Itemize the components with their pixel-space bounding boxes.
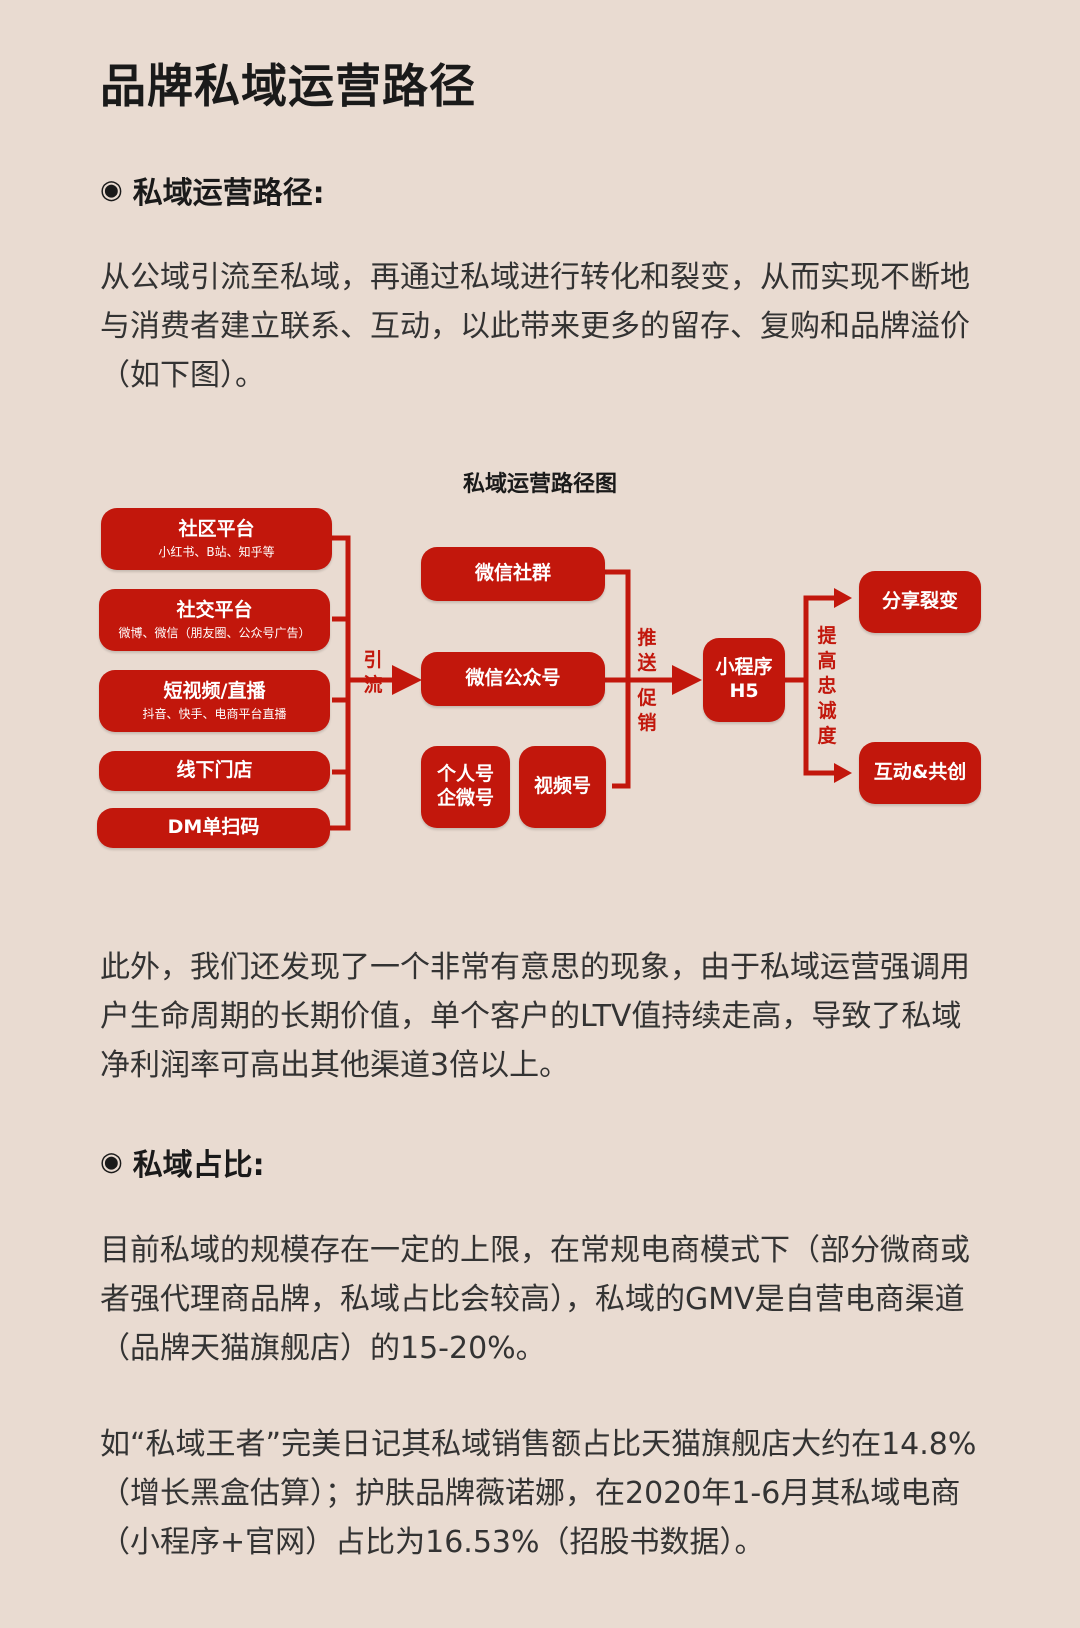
source-video-live-sub: 抖音、快手、电商平台直播	[142, 706, 287, 721]
share-arrowhead	[834, 588, 852, 608]
source-dm-scan: DM单扫码	[97, 808, 330, 848]
section-heading-path: ◉ 私域运营路径:	[100, 168, 325, 212]
channel-video-account-label: 视频号	[533, 775, 591, 798]
channel-wechat-group: 微信社群	[421, 547, 605, 601]
outcome-share: 分享裂变	[859, 571, 981, 633]
source-community: 社区平台 小红书、B站、知乎等	[101, 508, 332, 570]
page-title: 品牌私域运营路径	[100, 59, 476, 113]
source-bracket	[330, 535, 351, 831]
diagram-connectors	[330, 535, 852, 831]
channel-wechat-group-label: 微信社群	[474, 562, 551, 585]
section-heading-path-text: 私域运营路径:	[132, 176, 325, 211]
radio-bullet-icon: ◉	[100, 1147, 123, 1177]
edge-label-push: 推送	[637, 627, 657, 674]
source-social-label: 社交平台	[176, 599, 253, 622]
source-video-live-label: 短视频/直播	[163, 680, 266, 703]
source-community-label: 社区平台	[178, 518, 255, 541]
source-offline-store-label: 线下门店	[176, 759, 253, 782]
miniprogram-line1: 小程序	[715, 656, 773, 679]
edge-label-divert: 引流	[363, 649, 383, 696]
section-heading-share-text: 私域占比:	[132, 1148, 265, 1183]
edge-label-loyalty: 提高忠诚度	[817, 625, 837, 747]
source-community-sub: 小红书、B站、知乎等	[158, 544, 275, 559]
channel-official-account-label: 微信公众号	[465, 667, 561, 690]
share-paragraph-1: 目前私域的规模存在一定的上限，在常规电商模式下（部分微商或者强代理商品牌，私域占…	[100, 1233, 970, 1366]
miniprogram-h5: 小程序 H5	[703, 638, 785, 722]
channel-video-account: 视频号	[519, 746, 606, 828]
outcome-bracket	[803, 595, 836, 776]
path-paragraph: 从公域引流至私域，再通过私域进行转化和裂变，从而实现不断地与消费者建立联系、互动…	[100, 260, 970, 393]
outcome-interact-label: 互动&共创	[873, 761, 967, 784]
source-social-sub: 微博、微信（朋友圈、公众号广告）	[118, 625, 311, 640]
radio-bullet-icon: ◉	[100, 175, 123, 205]
channel-personal-account: 个人号 企微号	[421, 746, 510, 828]
share-paragraph-2: 如“私域王者”完美日记其私域销售额占比天猫旗舰店大约在14.8%（增长黑盒估算）…	[100, 1427, 977, 1560]
source-dm-scan-label: DM单扫码	[167, 816, 260, 839]
source-video-live: 短视频/直播 抖音、快手、电商平台直播	[99, 670, 330, 732]
source-social: 社交平台 微博、微信（朋友圈、公众号广告）	[99, 589, 330, 651]
edge-label-promo: 促销	[637, 687, 657, 734]
section-heading-share: ◉ 私域占比:	[100, 1140, 265, 1184]
interact-arrowhead	[834, 763, 852, 783]
channel-official-account: 微信公众号	[421, 652, 605, 706]
diagram-title: 私域运营路径图	[462, 472, 617, 497]
miniprogram-line2: H5	[729, 680, 759, 702]
channel-personal-line1: 个人号	[436, 763, 494, 786]
channel-personal-line2: 企微号	[436, 787, 494, 809]
source-offline-store: 线下门店	[99, 751, 330, 791]
outcome-share-label: 分享裂变	[881, 590, 958, 613]
outcome-interact: 互动&共创	[859, 742, 981, 804]
middle-paragraph: 此外，我们还发现了一个非常有意思的现象，由于私域运营强调用户生命周期的长期价值，…	[100, 950, 970, 1083]
